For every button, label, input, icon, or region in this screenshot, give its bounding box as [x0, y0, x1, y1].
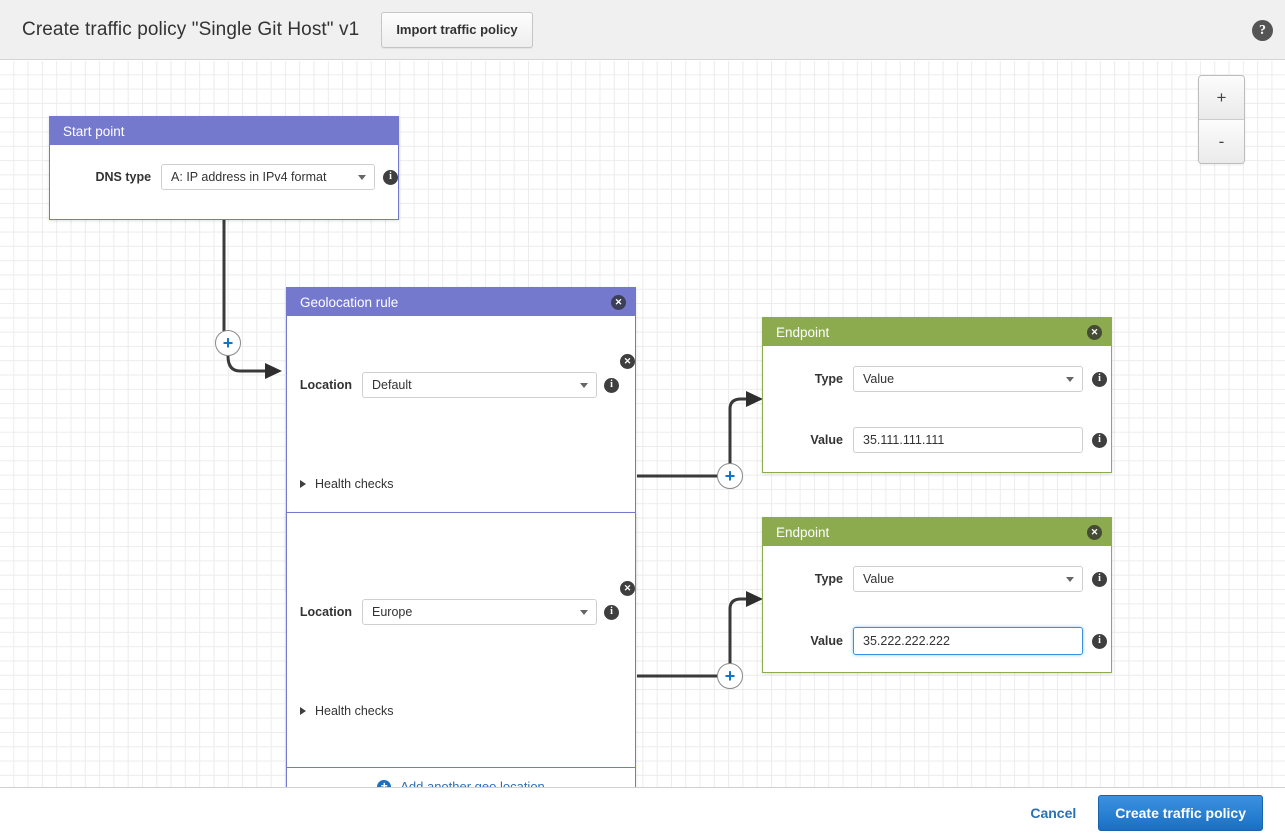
create-traffic-policy-button[interactable]: Create traffic policy [1098, 795, 1263, 831]
chevron-down-icon [358, 175, 366, 180]
help-icon[interactable]: ? [1252, 20, 1273, 41]
endpoint-1-value-label: Value [810, 433, 843, 447]
action-bar: Cancel Create traffic policy [0, 787, 1285, 838]
connector-lines [222, 219, 763, 678]
location-2-label: Location [299, 605, 352, 619]
zoom-control: + - [1198, 75, 1245, 164]
app-header: Create traffic policy "Single Git Host" … [0, 0, 1285, 60]
location-1-value: Default [372, 378, 412, 392]
dns-type-info-icon[interactable]: i [383, 169, 398, 185]
close-endpoint-2-icon[interactable]: ✕ [1087, 525, 1102, 540]
endpoint-1-type-row: Type Value i [763, 366, 1111, 392]
dns-type-value: A: IP address in IPv4 format [171, 170, 327, 184]
endpoint-1-header: Endpoint ✕ [763, 318, 1111, 346]
location-2-info-icon[interactable]: i [604, 604, 619, 620]
endpoint-1-title: Endpoint [776, 324, 830, 340]
dns-type-row: DNS type A: IP address in IPv4 format i [50, 164, 398, 190]
start-point-node[interactable]: Start point DNS type A: IP address in IP… [49, 116, 399, 220]
geolocation-location-block-2: ✕ Location Europe i Health checks [287, 513, 635, 729]
add-another-geo-location-label: Add another geo location [400, 779, 545, 787]
start-point-body: DNS type A: IP address in IPv4 format i [50, 145, 398, 219]
page-title: Create traffic policy "Single Git Host" … [22, 18, 360, 40]
close-endpoint-1-icon[interactable]: ✕ [1087, 325, 1102, 340]
chevron-down-icon [1066, 377, 1074, 382]
endpoint-2-value-input[interactable]: 35.222.222.222 [853, 627, 1083, 655]
endpoint-1-value-row: Value 35.111.111.111 i [763, 427, 1111, 453]
plus-circle-icon: + [377, 779, 392, 787]
location-1-label: Location [299, 378, 352, 392]
add-node-after-start-point[interactable]: + [215, 330, 241, 356]
endpoint-1-type-info-icon[interactable]: i [1092, 371, 1107, 387]
triangle-right-icon [300, 707, 306, 715]
endpoint-2-header: Endpoint ✕ [763, 518, 1111, 546]
start-point-title: Start point [63, 123, 125, 139]
endpoint-2-title: Endpoint [776, 524, 830, 540]
triangle-right-icon [300, 480, 306, 488]
add-node-endpoint-1-link[interactable]: + [717, 463, 743, 489]
endpoint-2-body: Type Value i Value 35.222.222.222 i [763, 546, 1111, 672]
health-checks-2-label: Health checks [315, 704, 394, 718]
endpoint-2-value-label: Value [810, 634, 843, 648]
endpoint-1-type-label: Type [814, 372, 843, 386]
location-2-row: Location Europe i [287, 599, 635, 625]
location-2-select[interactable]: Europe [362, 599, 597, 625]
endpoint-2-type-label: Type [814, 572, 843, 586]
add-node-endpoint-2-link[interactable]: + [717, 663, 743, 689]
endpoint-2-value-text: 35.222.222.222 [863, 634, 950, 648]
geolocation-location-block-1: ✕ Location Default i Health checks [287, 316, 635, 532]
health-checks-2-toggle[interactable]: Health checks [300, 704, 394, 718]
endpoint-1-value-info-icon[interactable]: i [1092, 432, 1107, 448]
import-traffic-policy-button[interactable]: Import traffic policy [381, 11, 533, 48]
remove-location-2-icon[interactable]: ✕ [620, 581, 635, 596]
cancel-button[interactable]: Cancel [1030, 805, 1077, 821]
endpoint-node-2[interactable]: Endpoint ✕ Type Value i Value 35.222.222… [762, 517, 1112, 673]
dns-type-label: DNS type [95, 170, 152, 184]
start-point-header: Start point [50, 117, 398, 145]
policy-canvas[interactable]: + - Start point DNS type A: IP address i… [0, 61, 1285, 787]
plus-icon: + [724, 666, 736, 686]
add-another-geo-location-button[interactable]: + Add another geo location [287, 767, 635, 787]
zoom-in-button[interactable]: + [1199, 76, 1244, 120]
close-geolocation-rule-icon[interactable]: ✕ [611, 295, 626, 310]
endpoint-2-type-row: Type Value i [763, 566, 1111, 592]
location-1-select[interactable]: Default [362, 372, 597, 398]
geolocation-rule-title: Geolocation rule [300, 294, 399, 310]
endpoint-1-value-text: 35.111.111.111 [863, 433, 945, 447]
dns-type-select[interactable]: A: IP address in IPv4 format [161, 164, 375, 190]
location-2-value: Europe [372, 605, 413, 619]
health-checks-1-label: Health checks [315, 477, 394, 491]
plus-icon: + [222, 333, 234, 353]
location-1-row: Location Default i [287, 372, 635, 398]
endpoint-2-type-info-icon[interactable]: i [1092, 571, 1107, 587]
endpoint-2-type-value: Value [863, 572, 895, 586]
chevron-down-icon [1066, 577, 1074, 582]
endpoint-node-1[interactable]: Endpoint ✕ Type Value i Value 35.111.111… [762, 317, 1112, 473]
endpoint-2-value-row: Value 35.222.222.222 i [763, 627, 1111, 655]
plus-icon: + [724, 466, 736, 486]
zoom-out-button[interactable]: - [1199, 120, 1244, 163]
chevron-down-icon [580, 383, 588, 388]
remove-location-1-icon[interactable]: ✕ [620, 354, 635, 369]
endpoint-1-type-value: Value [863, 372, 895, 386]
endpoint-2-value-info-icon[interactable]: i [1092, 633, 1107, 649]
endpoint-2-type-select[interactable]: Value [853, 566, 1083, 592]
chevron-down-icon [580, 610, 588, 615]
endpoint-1-type-select[interactable]: Value [853, 366, 1083, 392]
endpoint-1-value-input[interactable]: 35.111.111.111 [853, 427, 1083, 453]
location-1-info-icon[interactable]: i [604, 377, 619, 393]
endpoint-1-body: Type Value i Value 35.111.111.111 i [763, 346, 1111, 472]
geolocation-rule-header: Geolocation rule ✕ [287, 288, 635, 316]
health-checks-1-toggle[interactable]: Health checks [300, 477, 394, 491]
geolocation-rule-node-lower[interactable]: ✕ Location Europe i Health checks + Add … [286, 512, 636, 787]
